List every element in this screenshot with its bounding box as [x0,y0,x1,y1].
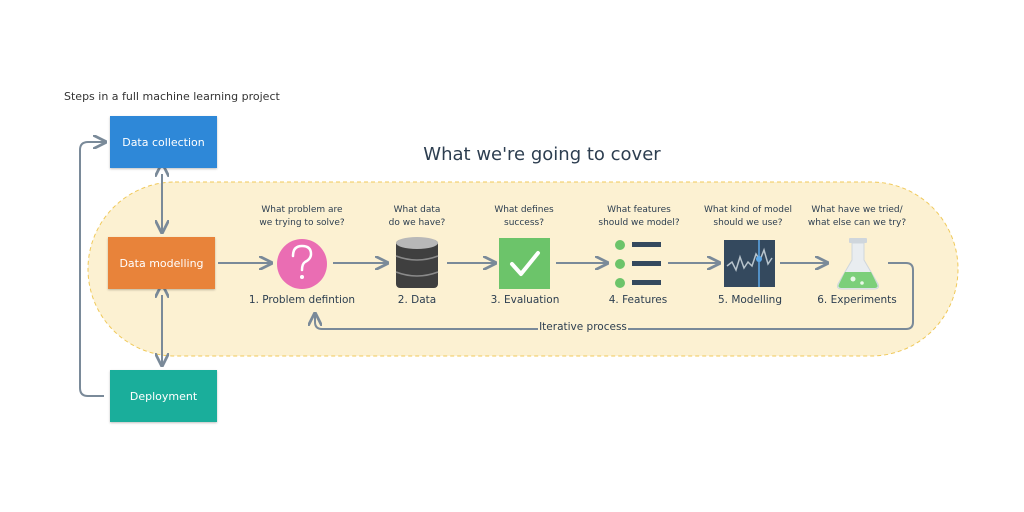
feature-list-icon [615,240,661,288]
step1-label: 1. Problem defintion [248,294,356,306]
section-title: What we're going to cover [423,144,661,165]
question-mark-icon [277,239,327,289]
step2-question: What data do we have? [388,205,446,228]
step6-question: What have we tried/ what else can we try… [807,205,907,228]
flask-icon [837,238,879,290]
deployment-to-collection-loop [79,142,104,397]
iterative-loop-arrow [315,262,914,330]
step3-label: 3. Evaluation [490,294,560,306]
step1-question: What problem are we trying to solve? [259,205,345,228]
iterative-process-label: Iterative process [538,321,628,333]
checkmark-icon [499,238,550,289]
diagram-caption: Steps in a full machine learning project [64,90,280,103]
step3-question: What defines success? [494,205,554,228]
step5-question: What kind of model should we use? [703,205,793,228]
database-icon [395,237,439,288]
step2-label: 2. Data [397,294,437,306]
data-collection-box: Data collection [110,116,217,168]
step4-label: 4. Features [608,294,668,306]
step5-label: 5. Modelling [717,294,783,306]
deployment-box: Deployment [110,370,217,422]
step4-question: What features should we model? [598,205,680,228]
model-chart-icon [724,240,775,287]
data-modelling-box: Data modelling [108,237,215,289]
step6-label: 6. Experiments [817,294,897,306]
